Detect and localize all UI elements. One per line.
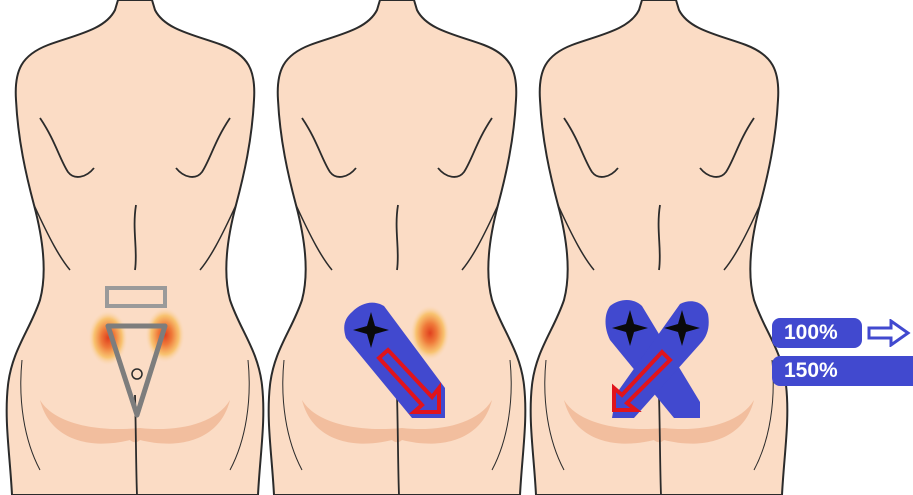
panel-1-pain-landmarks xyxy=(7,0,264,495)
legend-row-150: 150% xyxy=(772,356,913,386)
back-figure xyxy=(531,0,788,495)
outline-right-arrow-icon xyxy=(867,319,911,347)
pain-area-right xyxy=(145,307,185,363)
back-figure xyxy=(7,0,264,495)
legend-label-100: 100% xyxy=(784,321,838,344)
panel-3-x-strip xyxy=(531,0,788,495)
coccyx-marker xyxy=(132,369,142,379)
legend-label-150: 150% xyxy=(784,359,838,382)
legend-row-100: 100% xyxy=(772,318,913,348)
legend-pill-100: 100% xyxy=(772,318,862,348)
stretch-legend: 100% 150% xyxy=(772,318,913,398)
panel-2-single-strip xyxy=(269,0,526,495)
back-figure xyxy=(269,0,526,495)
legend-pill-150: 150% xyxy=(772,356,913,386)
pain-area-left xyxy=(88,310,128,366)
